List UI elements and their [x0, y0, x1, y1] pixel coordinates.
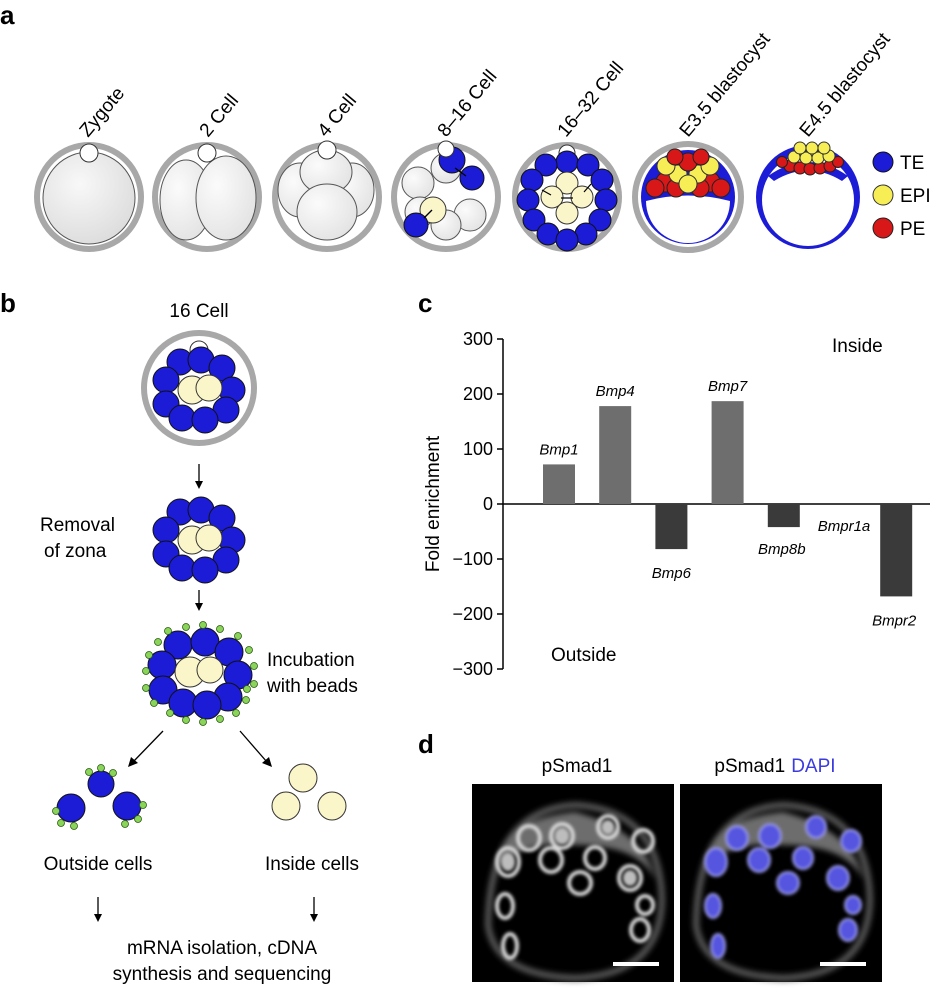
micrograph-psmad1 — [472, 784, 674, 982]
embryo-with-beads — [142, 621, 258, 726]
step-removal-line2: of zona — [44, 541, 107, 562]
bar-bmpr2 — [880, 504, 913, 597]
stage-label-e35: E3.5 blastocyst — [676, 28, 775, 141]
y-tick-label: −200 — [452, 604, 493, 624]
legend: TE EPI PE — [872, 151, 931, 240]
y-tick-label: −100 — [452, 549, 493, 569]
scale-bar-left — [613, 962, 659, 966]
y-tick-label: 300 — [463, 329, 493, 349]
final-step-line2: synthesis and sequencing — [113, 964, 332, 985]
legend-label-pe: PE — [900, 219, 925, 240]
panel-b: b 16 Cell Removal of zona — [0, 288, 359, 985]
legend-swatch-pe — [872, 217, 894, 239]
panel-b-title: 16 Cell — [169, 301, 228, 322]
stage-label-2cell: 2 Cell — [196, 91, 243, 142]
image-title-right: pSmad1 DAPI — [714, 756, 835, 777]
y-tick-label: 0 — [483, 494, 493, 514]
annotation-inside: Inside — [832, 336, 883, 357]
y-tick-label: 100 — [463, 439, 493, 459]
embryo-16cell-no-zona — [152, 496, 246, 584]
panel-d: d pSmad1 pSmad1 DAPI — [418, 729, 882, 982]
eight-sixteen-cell-embryo — [391, 140, 501, 252]
image-title-left: pSmad1 — [542, 756, 613, 777]
y-axis-label: Fold enrichment — [423, 435, 444, 572]
y-tick-label: −300 — [452, 659, 493, 679]
bar-label-bmp7: Bmp7 — [708, 378, 748, 395]
stage-label-8-16cell: 8–16 Cell — [434, 66, 502, 141]
panel-a: a Zygote 2 Cell 4 Cell 8–16 Cell 16–32 C… — [0, 0, 931, 253]
stage-label-4cell: 4 Cell — [314, 91, 361, 142]
bar-bmp6 — [655, 504, 688, 550]
legend-label-te: TE — [900, 153, 924, 174]
step-incubation-line1: Incubation — [267, 650, 355, 671]
stage-label-zygote: Zygote — [76, 83, 129, 141]
legend-swatch-epi — [872, 184, 894, 206]
annotation-outside: Outside — [551, 645, 616, 666]
panel-c-label: c — [418, 288, 432, 318]
panel-a-label: a — [0, 0, 15, 30]
bar-bmp4 — [599, 406, 632, 504]
y-tick-label: 200 — [463, 384, 493, 404]
bar-label-bmp4: Bmp4 — [596, 383, 635, 400]
bar-label-bmpr2: Bmpr2 — [872, 612, 917, 629]
sixteen-thirtytwo-cell-embryo — [512, 142, 622, 252]
embryo-16cell-with-zona — [141, 330, 257, 446]
step-incubation-line2: with beads — [266, 676, 358, 697]
bar-bmp7 — [711, 401, 744, 504]
e35-blastocyst — [632, 141, 744, 253]
stage-label-e45: E4.5 blastocyst — [796, 28, 895, 141]
four-cell-embryo — [272, 140, 382, 252]
bar-label-bmpr1a: Bmpr1a — [818, 518, 871, 535]
final-step-line1: mRNA isolation, cDNA — [127, 938, 317, 959]
outside-cells-label: Outside cells — [44, 854, 153, 875]
panel-d-label: d — [418, 729, 434, 759]
bar-bmp8b — [767, 504, 800, 528]
panel-b-label: b — [0, 288, 16, 318]
image-title-right-dapi: DAPI — [791, 756, 835, 777]
inside-cells-label: Inside cells — [265, 854, 359, 875]
image-title-right-part1: pSmad1 — [714, 756, 785, 777]
inside-cells-graphic — [271, 763, 347, 821]
two-cell-embryo — [152, 142, 262, 252]
micrograph-psmad1-dapi — [680, 784, 882, 982]
zygote-embryo — [34, 142, 144, 252]
bar-label-bmp6: Bmp6 — [652, 565, 692, 582]
legend-label-epi: EPI — [900, 186, 931, 207]
stage-label-16-32cell: 16–32 Cell — [554, 58, 628, 141]
step-removal-line1: Removal — [40, 515, 115, 536]
bar-label-bmp8b: Bmp8b — [758, 541, 806, 558]
bar-label-bmp1: Bmp1 — [539, 441, 578, 458]
scale-bar-right — [820, 962, 866, 966]
outside-cells-graphic — [52, 764, 147, 830]
legend-swatch-te — [872, 151, 894, 173]
bar-bmp1 — [543, 464, 575, 504]
e45-blastocyst — [756, 141, 860, 249]
